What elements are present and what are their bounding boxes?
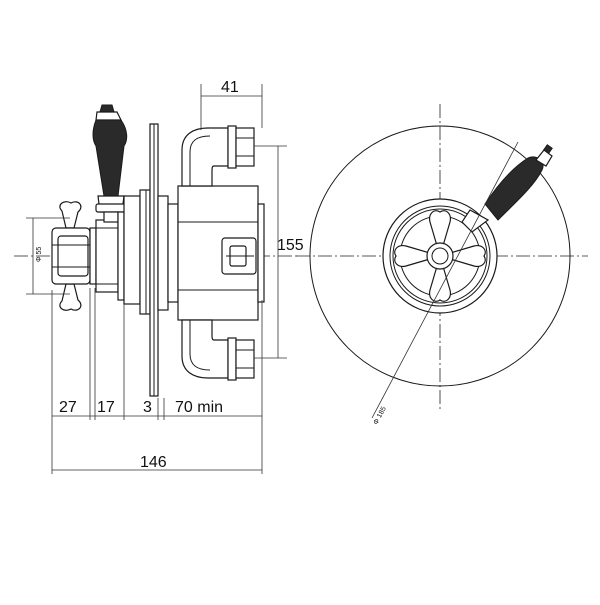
dimension-155: 155 (254, 145, 304, 359)
cover-plate-circle (309, 125, 571, 387)
dim-phi55-label: Φ 55 (36, 247, 43, 262)
upper-elbow (181, 125, 255, 187)
spindle-collar (89, 219, 119, 293)
front-lever (461, 144, 553, 233)
dim-27-label: 27 (59, 399, 77, 416)
dim-phi185-label: Φ 185 (373, 406, 388, 426)
diameter-leader-line (371, 141, 519, 419)
lever-handle (92, 104, 128, 223)
front-view: Φ 185 (296, 104, 588, 426)
cross-handle (51, 201, 91, 311)
bottom-dimensions: 27 17 3 70 min 146 (51, 288, 263, 474)
front-cross-handle (394, 210, 486, 302)
dimension-41: 41 (200, 79, 263, 130)
dim-146-label: 146 (140, 454, 167, 471)
dim-17-label: 17 (97, 399, 115, 416)
valve-body (157, 185, 265, 321)
dim-70-label: 70 min (175, 399, 223, 416)
dimension-phi55: Φ 55 (26, 217, 70, 295)
dim-155-label: 155 (277, 237, 304, 254)
lower-elbow (181, 319, 255, 381)
dim-3-label: 3 (143, 399, 152, 416)
side-view (14, 104, 300, 397)
dim-41-label: 41 (221, 79, 239, 96)
